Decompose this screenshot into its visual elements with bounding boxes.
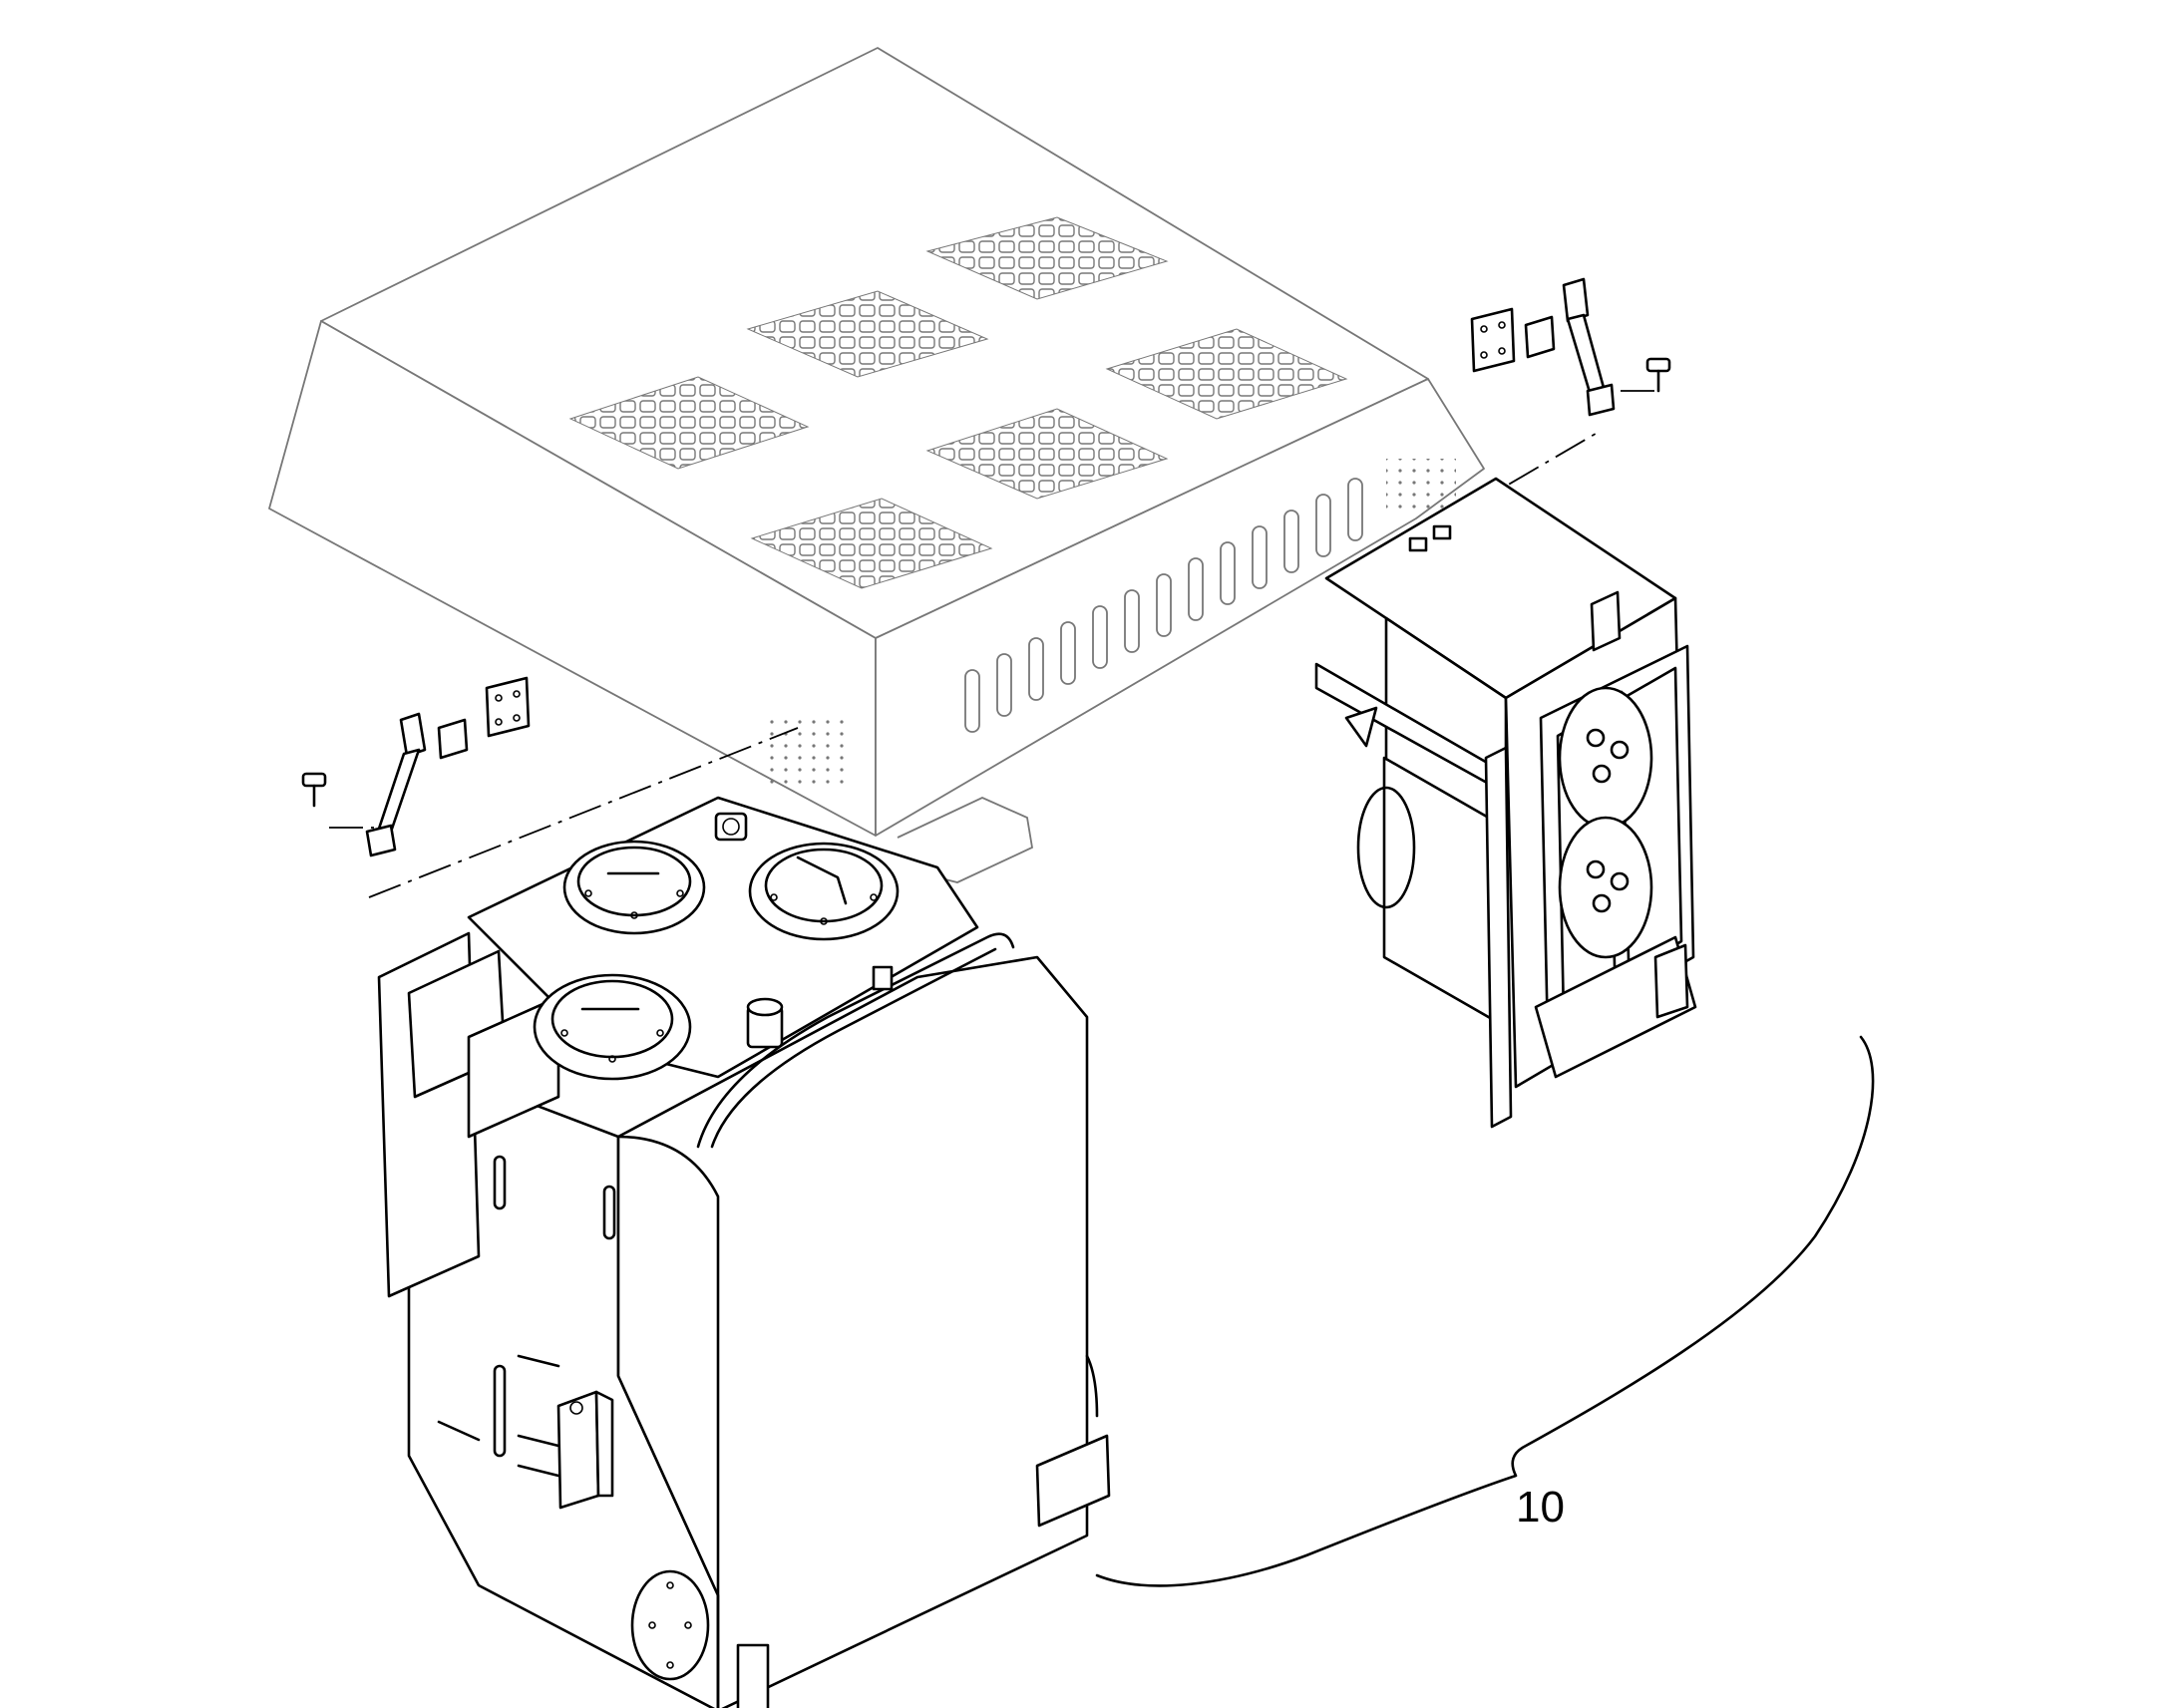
screw-icon bbox=[301, 772, 327, 808]
side-louvres bbox=[964, 478, 1363, 733]
alignment-lines bbox=[329, 390, 1655, 898]
cooler-assembly bbox=[1314, 477, 1697, 1129]
latch-kit-left bbox=[301, 676, 531, 857]
latch-keeper bbox=[437, 718, 469, 760]
sensor-fitting bbox=[714, 812, 748, 842]
mounting-plate bbox=[485, 676, 531, 738]
perforation-patch bbox=[768, 718, 848, 788]
mounting-plate bbox=[1470, 307, 1516, 373]
vent-grid bbox=[925, 408, 1169, 500]
engine-hood-cover bbox=[268, 47, 1485, 883]
vent-grid bbox=[568, 376, 810, 470]
latch-keeper bbox=[1524, 315, 1556, 359]
vent-grid bbox=[1105, 328, 1348, 420]
tank-assembly bbox=[377, 796, 1111, 1708]
vent-grid bbox=[746, 290, 989, 378]
cleanout-cover bbox=[630, 1569, 710, 1681]
filter-cap bbox=[748, 842, 900, 941]
fan-icon bbox=[1558, 686, 1653, 830]
callout-label: 10 bbox=[1516, 1483, 1565, 1532]
breather-cap bbox=[746, 997, 784, 1049]
latch-arm bbox=[365, 712, 427, 857]
filter-cap bbox=[562, 840, 706, 935]
filter-cap bbox=[533, 973, 692, 1081]
latch-arm bbox=[1562, 277, 1616, 417]
vent-grid bbox=[750, 498, 993, 589]
screw-icon bbox=[1645, 357, 1671, 393]
sight-gauge bbox=[556, 1390, 614, 1510]
vent-grid bbox=[925, 216, 1169, 300]
callout-brace bbox=[1095, 1035, 1875, 1587]
latch-kit-right bbox=[1470, 277, 1671, 417]
perforation-patch bbox=[1386, 459, 1456, 509]
fan-icon bbox=[1558, 816, 1653, 959]
